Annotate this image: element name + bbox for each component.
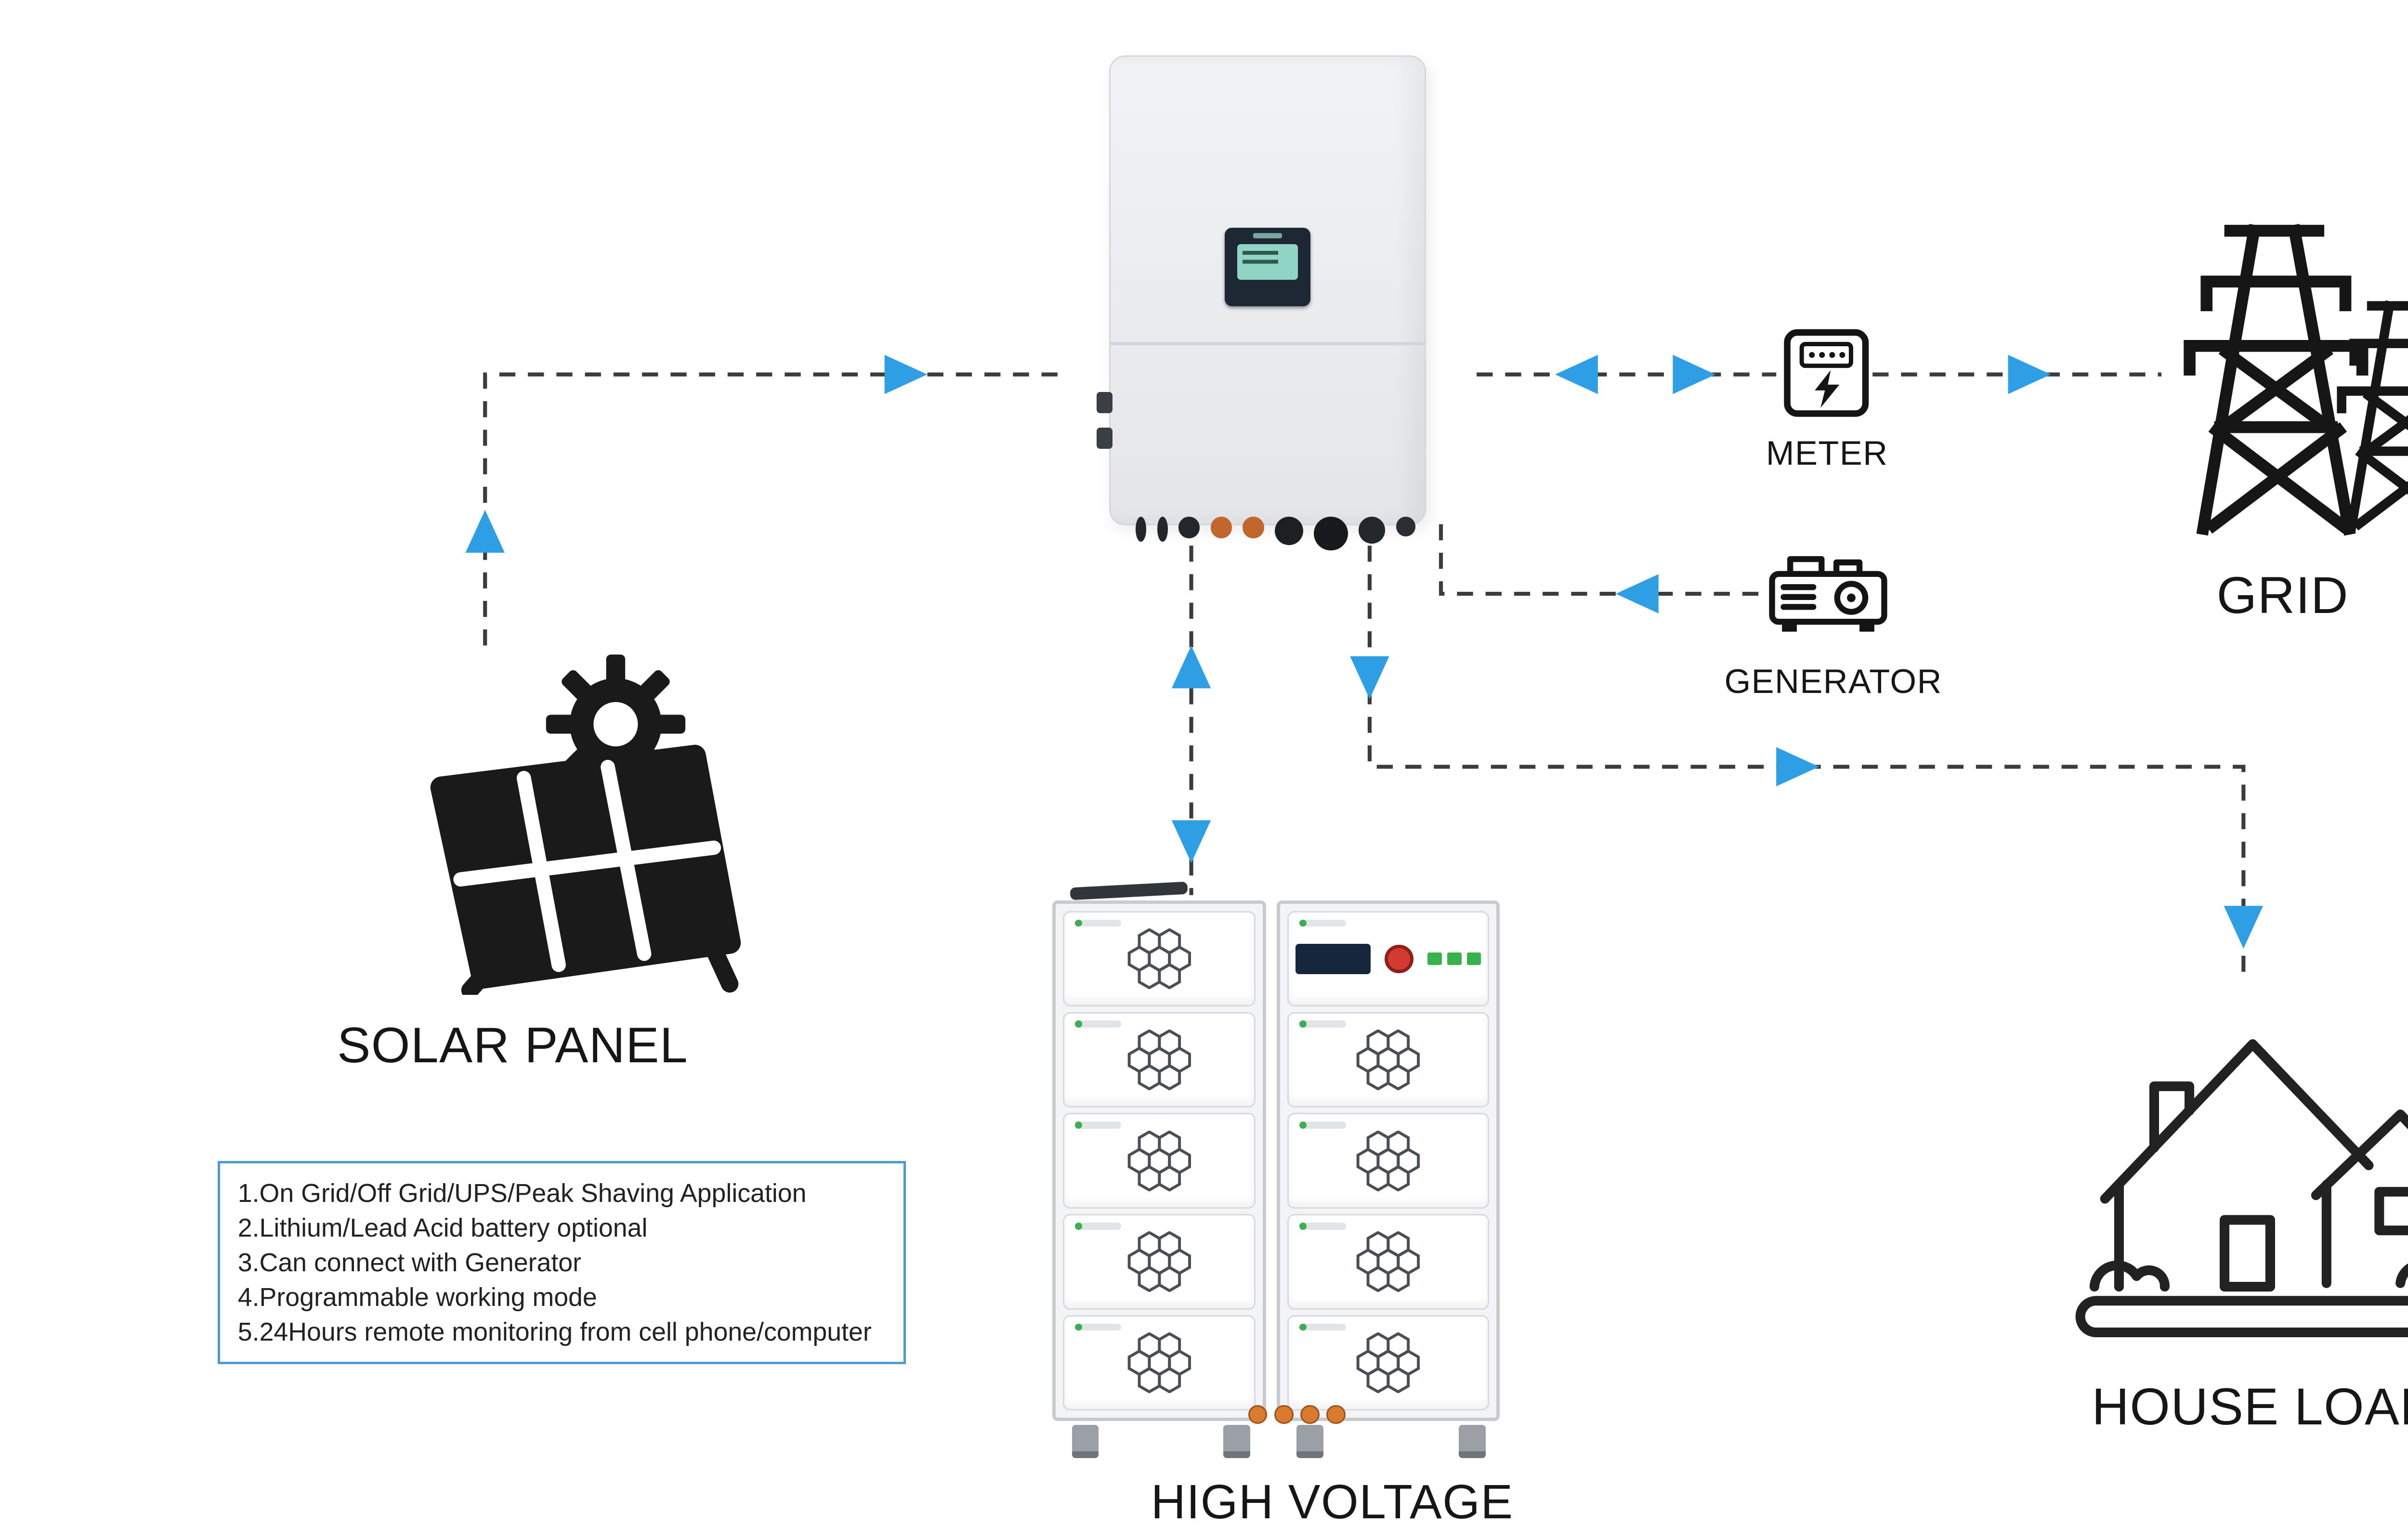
feature-line-3: 3.Can connect with Generator <box>237 1248 582 1277</box>
inverter-panel-seam <box>1111 342 1425 345</box>
battery-foot <box>1296 1424 1323 1459</box>
solar-panel-label: SOLAR PANEL <box>337 1017 689 1073</box>
arrow-right-to-grid <box>2008 354 2051 394</box>
feature-info-box: 1.On Grid/Off Grid/UPS/Peak Shaving Appl… <box>217 1161 906 1365</box>
generator-label: GENERATOR <box>1724 662 1942 700</box>
battery-control-module <box>1287 911 1490 1007</box>
arrow-down-from-inverter <box>1350 656 1389 699</box>
arrow-left-from-meter <box>1555 354 1598 394</box>
inverter-cable-connectors <box>1136 517 1421 556</box>
grid-towers-icon <box>2149 207 2408 542</box>
house-load-label: HOUSE LOAD <box>2092 1377 2408 1435</box>
battery-module <box>1287 1214 1490 1310</box>
feature-line-5: 5.24Hours remote monitoring from cell ph… <box>237 1317 872 1347</box>
connector-generator-to-inverter <box>1439 524 1759 596</box>
battery-foot <box>1072 1424 1099 1459</box>
battery-display <box>1296 943 1371 974</box>
inverter-side-port <box>1096 391 1112 414</box>
battery-module <box>1287 1012 1490 1108</box>
feature-line-4: 4.Programmable working mode <box>237 1283 597 1312</box>
grid-label: GRID <box>2216 566 2349 624</box>
arrow-right-to-meter <box>1673 354 1716 394</box>
inverter-logo <box>1253 233 1282 239</box>
meter-icon <box>1780 325 1873 424</box>
meter-label: METER <box>1766 433 1888 472</box>
hybrid-inverter <box>1096 55 1426 551</box>
feature-line-1: 1.On Grid/Off Grid/UPS/Peak Shaving Appl… <box>237 1178 807 1208</box>
arrow-up-battery <box>1171 645 1211 689</box>
arrow-right-to-house <box>1776 747 1819 787</box>
battery-module <box>1062 911 1256 1007</box>
arrow-up-solar <box>465 510 505 553</box>
arrow-left-from-generator <box>1615 574 1659 613</box>
battery-top-handle <box>1070 881 1188 900</box>
inverter-lcd <box>1237 244 1298 280</box>
feature-line-2: 2.Lithium/Lead Acid battery optional <box>237 1213 648 1242</box>
battery-tower-left <box>1052 900 1267 1422</box>
battery-module <box>1062 1012 1256 1108</box>
connector-solar-to-inverter <box>483 372 1070 646</box>
arrow-right-to-inverter <box>884 354 928 394</box>
arrow-down-battery <box>1171 820 1211 863</box>
inverter-display-screen <box>1225 228 1310 307</box>
arrow-down-house <box>2224 906 2264 949</box>
battery-terminals <box>1427 952 1481 965</box>
battery-cable-connectors <box>1248 1405 1348 1424</box>
battery-module <box>1062 1113 1256 1209</box>
battery-power-switch <box>1385 944 1413 973</box>
battery-module <box>1287 1315 1490 1411</box>
battery-module <box>1062 1214 1256 1310</box>
battery-module <box>1287 1113 1490 1209</box>
battery-module <box>1062 1315 1256 1411</box>
battery-foot <box>1459 1424 1486 1459</box>
battery-foot <box>1223 1424 1250 1459</box>
generator-icon <box>1762 546 1894 642</box>
sun-icon <box>546 654 685 794</box>
house-load-icon <box>2055 984 2408 1362</box>
high-voltage-battery-label: HIGH VOLTAGE BATTERY <box>1151 1475 1514 1539</box>
inverter-side-port <box>1096 428 1112 449</box>
solar-panel-icon <box>350 639 746 995</box>
battery-tower-right <box>1277 900 1500 1422</box>
